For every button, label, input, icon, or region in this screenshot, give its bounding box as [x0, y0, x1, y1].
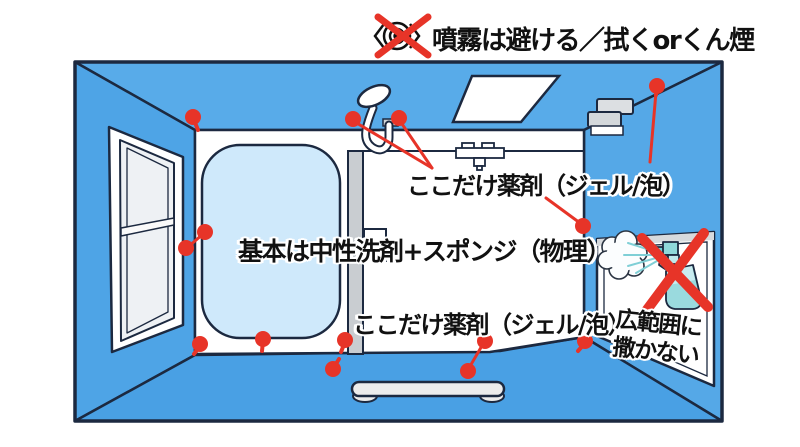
bathtub [200, 143, 342, 340]
red-pin [255, 331, 271, 347]
red-pin [185, 109, 201, 125]
wall-shelf-box [363, 228, 387, 262]
window [107, 125, 185, 354]
red-pin [649, 78, 665, 94]
spray-bottle-crossed-icon [597, 228, 713, 316]
red-pin [345, 111, 361, 127]
red-pin [391, 110, 407, 126]
red-pin [477, 333, 493, 349]
window-sash-line [126, 147, 169, 334]
faucet-icon [455, 142, 505, 171]
red-pin [192, 336, 208, 352]
window-meeting-rail [120, 217, 175, 237]
red-pin [178, 240, 194, 256]
red-pin [197, 224, 213, 240]
floor-drain-bar [350, 380, 506, 403]
red-x-icon [374, 13, 432, 59]
red-pins [178, 78, 665, 379]
annotation-chemicals-bottom: ここだけ薬剤（ジェル/泡） [353, 311, 632, 339]
red-pin [325, 361, 341, 377]
red-pin [577, 333, 593, 349]
window-glass [119, 139, 175, 342]
no-spray-icon [373, 13, 432, 59]
red-pin [460, 363, 476, 379]
red-pin [337, 332, 353, 348]
annotation-basic-method: 基本は中性洗剤+スポンジ（物理） [238, 237, 611, 266]
red-annotation-lines [186, 90, 658, 370]
ceiling-light [451, 74, 562, 124]
shower-head [356, 83, 392, 109]
red-x-icon [637, 228, 713, 316]
vent-unit [587, 98, 634, 136]
red-pin [575, 218, 591, 234]
annotation-chemicals-top: ここだけ薬剤（ジェル/泡） [407, 172, 686, 200]
header-note: 噴霧は避ける／拭くorくん煙 [432, 26, 755, 56]
